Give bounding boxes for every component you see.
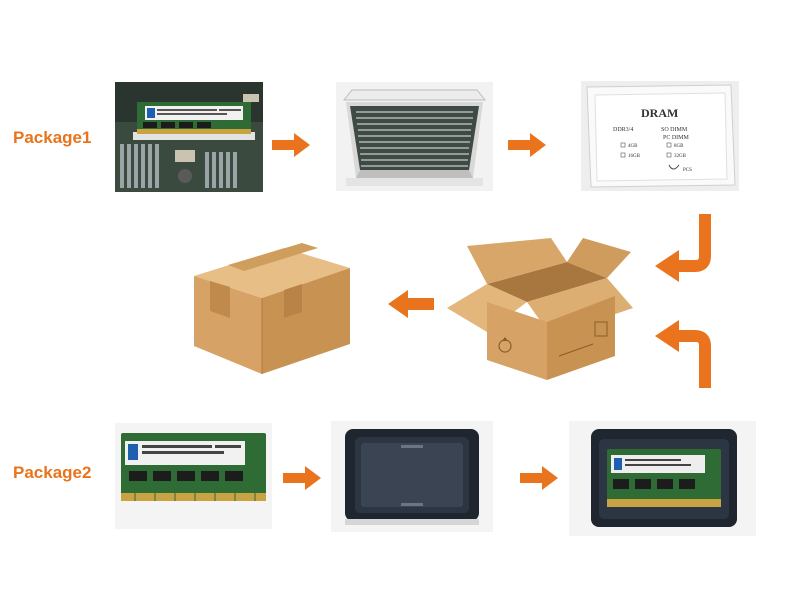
empty-clamshell-photo — [331, 421, 493, 532]
arrow-right-icon — [283, 466, 323, 490]
open-shipping-box — [447, 238, 635, 380]
box-line1-left: DDR3/4 — [613, 127, 633, 133]
box-opt2: 8GB — [674, 144, 684, 149]
ram-in-motherboard-photo — [115, 82, 263, 192]
box-pcs: PCS — [683, 168, 692, 173]
box-opt4: 32GB — [674, 154, 687, 159]
box-line1-right: SO DIMM — [661, 127, 688, 133]
arrow-left-icon — [388, 290, 436, 318]
package1-label: Package1 — [13, 128, 91, 148]
arrow-right-icon — [272, 133, 312, 157]
dram-retail-box-photo: DRAM DDR3/4 SO DIMM PC DIMM 4GB 8GB 16GB… — [581, 81, 739, 191]
box-line2-right: PC DIMM — [663, 135, 690, 141]
closed-shipping-box — [188, 238, 358, 378]
curved-arrow-icon — [655, 212, 717, 284]
bulk-tray-photo — [336, 82, 493, 191]
arrow-right-icon — [508, 133, 548, 157]
curved-arrow-icon — [655, 316, 717, 388]
package2-label: Package2 — [13, 463, 91, 483]
box-title: DRAM — [641, 106, 678, 120]
box-opt3: 16GB — [628, 154, 641, 159]
arrow-right-icon — [520, 466, 560, 490]
ram-module-photo — [115, 423, 272, 529]
ram-in-clamshell-photo — [569, 421, 756, 536]
box-opt1: 4GB — [628, 144, 638, 149]
